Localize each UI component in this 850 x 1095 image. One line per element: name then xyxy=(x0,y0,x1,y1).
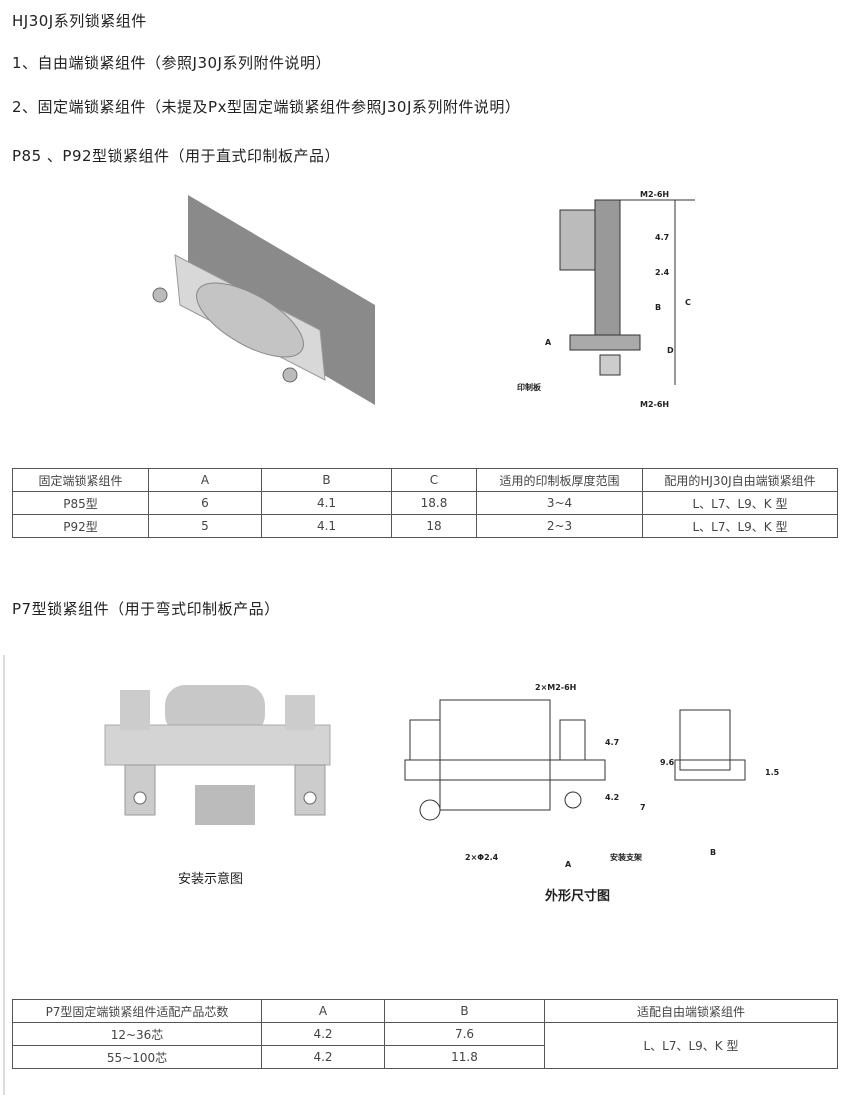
table-cell: P92型 xyxy=(12,514,149,538)
header-cell: 适配自由端锁紧组件 xyxy=(544,999,838,1023)
p85-heading: P85 、P92型锁紧组件（用于直式印制板产品） xyxy=(12,147,341,165)
dim-b: B xyxy=(655,303,661,312)
dim-a: A xyxy=(545,338,552,347)
header-cell: A xyxy=(261,999,385,1023)
thread-label-top: M2-6H xyxy=(640,190,669,199)
p85-product-image xyxy=(152,195,375,405)
table-cell: 4.1 xyxy=(261,491,392,515)
install-caption: 安装示意图 xyxy=(178,872,244,887)
table-cell: 4.2 xyxy=(261,1045,385,1069)
dim-4.7: 4.7 xyxy=(655,233,669,242)
dim-4.2: 4.2 xyxy=(605,793,619,802)
dim-d: D xyxy=(667,346,674,355)
table-cell: L、L7、L9、K 型 xyxy=(642,514,838,538)
table-cell: 55~100芯 xyxy=(12,1045,262,1069)
table-cell: 6 xyxy=(148,491,262,515)
table-cell: 5 xyxy=(148,514,262,538)
bracket-label: 安装支架 xyxy=(610,852,642,862)
p7-dimension-drawing: 2×M2-6H 4.7 9.6 1.5 4.2 7 2×Φ2.4 A B 安装支… xyxy=(404,683,780,869)
section-1-heading: 1、自由端锁紧组件（参照J30J系列附件说明） xyxy=(12,54,331,72)
table-header-row: 固定端锁紧组件 A B C 适用的印制板厚度范围 配用的HJ30J自由端锁紧组件 xyxy=(12,468,838,492)
table-cell: 7.6 xyxy=(384,1022,545,1046)
table-header-row: P7型固定端锁紧组件适配产品芯数 A B 适配自由端锁紧组件 xyxy=(12,999,838,1023)
hole-label: 2×Φ2.4 xyxy=(465,853,499,862)
header-cell: 固定端锁紧组件 xyxy=(12,468,149,492)
header-cell: A xyxy=(148,468,262,492)
outline-caption: 外形尺寸图 xyxy=(545,889,611,904)
dim-a: A xyxy=(565,860,572,869)
p85-p92-table: 固定端锁紧组件 A B C 适用的印制板厚度范围 配用的HJ30J自由端锁紧组件… xyxy=(12,468,838,538)
p7-install-image xyxy=(104,685,331,825)
table-cell: 4.1 xyxy=(261,514,392,538)
merged-cell: L、L7、L9、K 型 xyxy=(544,1022,838,1069)
table-cell: 18.8 xyxy=(391,491,477,515)
dim-c: C xyxy=(685,298,691,307)
divider xyxy=(3,655,5,1095)
table-cell: 12~36芯 xyxy=(12,1022,262,1046)
header-cell: B xyxy=(384,999,545,1023)
section-2-heading: 2、固定端锁紧组件（未提及Px型固定端锁紧组件参照J30J系列附件说明） xyxy=(12,98,521,116)
dim-7: 7 xyxy=(640,803,646,812)
pcb-label: 印制板 xyxy=(517,382,542,392)
table-cell: P85型 xyxy=(12,491,149,515)
dim-9.6: 9.6 xyxy=(660,758,675,767)
table-cell: 3~4 xyxy=(476,491,643,515)
p85-dimension-drawing: M2-6H 4.7 2.4 B C A D 印制板 M2-6H xyxy=(517,190,695,409)
header-cell: B xyxy=(261,468,392,492)
dim-1.5: 1.5 xyxy=(765,768,780,777)
p7-heading: P7型锁紧组件（用于弯式印制板产品） xyxy=(12,600,280,618)
table-cell: 18 xyxy=(391,514,477,538)
header-cell: P7型固定端锁紧组件适配产品芯数 xyxy=(12,999,262,1023)
dim-4.7: 4.7 xyxy=(605,738,619,747)
header-cell: 适用的印制板厚度范围 xyxy=(476,468,643,492)
table-cell: L、L7、L9、K 型 xyxy=(642,491,838,515)
table-cell: 11.8 xyxy=(384,1045,545,1069)
thread-label-bottom: M2-6H xyxy=(640,400,669,409)
page-title: HJ30J系列锁紧组件 xyxy=(12,12,147,30)
dim-b: B xyxy=(710,848,716,857)
table-cell: 4.2 xyxy=(261,1022,385,1046)
dim-2.4: 2.4 xyxy=(655,268,670,277)
table-cell: 2~3 xyxy=(476,514,643,538)
header-cell: C xyxy=(391,468,477,492)
header-cell: 配用的HJ30J自由端锁紧组件 xyxy=(642,468,838,492)
thread-label: 2×M2-6H xyxy=(535,683,576,692)
